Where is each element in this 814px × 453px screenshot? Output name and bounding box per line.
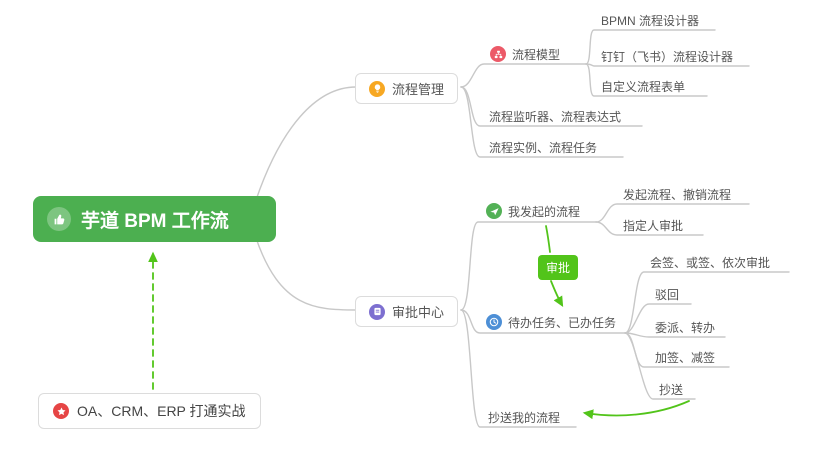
node-label: 驳回 xyxy=(655,287,680,302)
node-label: 自定义流程表单 xyxy=(601,79,686,94)
node-label: 待办任务、已办任务 xyxy=(508,315,617,330)
node-oa-integration[interactable]: OA、CRM、ERP 打通实战 xyxy=(38,393,261,429)
node-cc-my-process[interactable]: 抄送我的流程 xyxy=(488,408,560,426)
node-root[interactable]: 芋道 BPM 工作流 xyxy=(33,196,276,242)
node-label: 指定人审批 xyxy=(623,218,684,233)
node-label: 加签、减签 xyxy=(655,350,716,365)
node-label: 我发起的流程 xyxy=(508,204,581,219)
lightbulb-icon xyxy=(369,80,385,97)
node-label: 委派、转办 xyxy=(655,320,716,335)
node-listener-expression[interactable]: 流程监听器、流程表达式 xyxy=(489,107,621,125)
relation-label-approval[interactable]: 审批 xyxy=(538,255,579,280)
node-reject[interactable]: 驳回 xyxy=(655,285,679,303)
clipboard-icon xyxy=(369,303,385,320)
cc-relation-arrow xyxy=(582,400,690,420)
star-icon xyxy=(53,403,69,419)
node-label: 会签、或签、依次审批 xyxy=(650,255,771,270)
node-process-mgmt[interactable]: 流程管理 xyxy=(355,73,459,104)
node-my-initiated[interactable]: 我发起的流程 xyxy=(486,202,580,220)
node-countersign[interactable]: 会签、或签、依次审批 xyxy=(650,253,770,271)
node-label: 抄送我的流程 xyxy=(488,410,561,425)
node-label: 芋道 BPM 工作流 xyxy=(81,210,229,232)
node-instance-task[interactable]: 流程实例、流程任务 xyxy=(489,138,597,156)
relation-label-text: 审批 xyxy=(546,261,571,275)
node-label: OA、CRM、ERP 打通实战 xyxy=(77,403,246,419)
node-bpmn-designer[interactable]: BPMN 流程设计器 xyxy=(601,11,699,29)
clock-icon xyxy=(486,314,502,330)
node-initiate-cancel[interactable]: 发起流程、撤销流程 xyxy=(623,185,731,203)
node-assignee-approval[interactable]: 指定人审批 xyxy=(623,216,683,234)
node-cc[interactable]: 抄送 xyxy=(659,380,683,398)
node-label: 审批中心 xyxy=(392,305,445,320)
node-label: 流程管理 xyxy=(392,82,445,97)
approval-relation-arrow xyxy=(550,280,564,308)
node-dingtalk-designer[interactable]: 钉钉（飞书）流程设计器 xyxy=(601,47,733,65)
node-label: 钉钉（飞书）流程设计器 xyxy=(601,49,734,64)
node-label: 抄送 xyxy=(659,382,684,397)
flowchart-icon xyxy=(490,46,506,62)
node-todo-done[interactable]: 待办任务、已办任务 xyxy=(486,313,616,331)
node-label: 流程模型 xyxy=(512,47,561,62)
node-label: 流程监听器、流程表达式 xyxy=(489,109,622,124)
node-approval-center[interactable]: 审批中心 xyxy=(355,296,459,327)
node-process-model[interactable]: 流程模型 xyxy=(490,45,560,63)
node-add-remove-sign[interactable]: 加签、减签 xyxy=(655,348,715,366)
node-label: BPMN 流程设计器 xyxy=(601,13,700,28)
send-icon xyxy=(486,203,502,219)
node-label: 流程实例、流程任务 xyxy=(489,140,598,155)
thumbs-up-icon xyxy=(47,207,71,231)
node-delegate-transfer[interactable]: 委派、转办 xyxy=(655,318,715,336)
node-label: 发起流程、撤销流程 xyxy=(623,187,732,202)
node-custom-form[interactable]: 自定义流程表单 xyxy=(601,77,685,95)
